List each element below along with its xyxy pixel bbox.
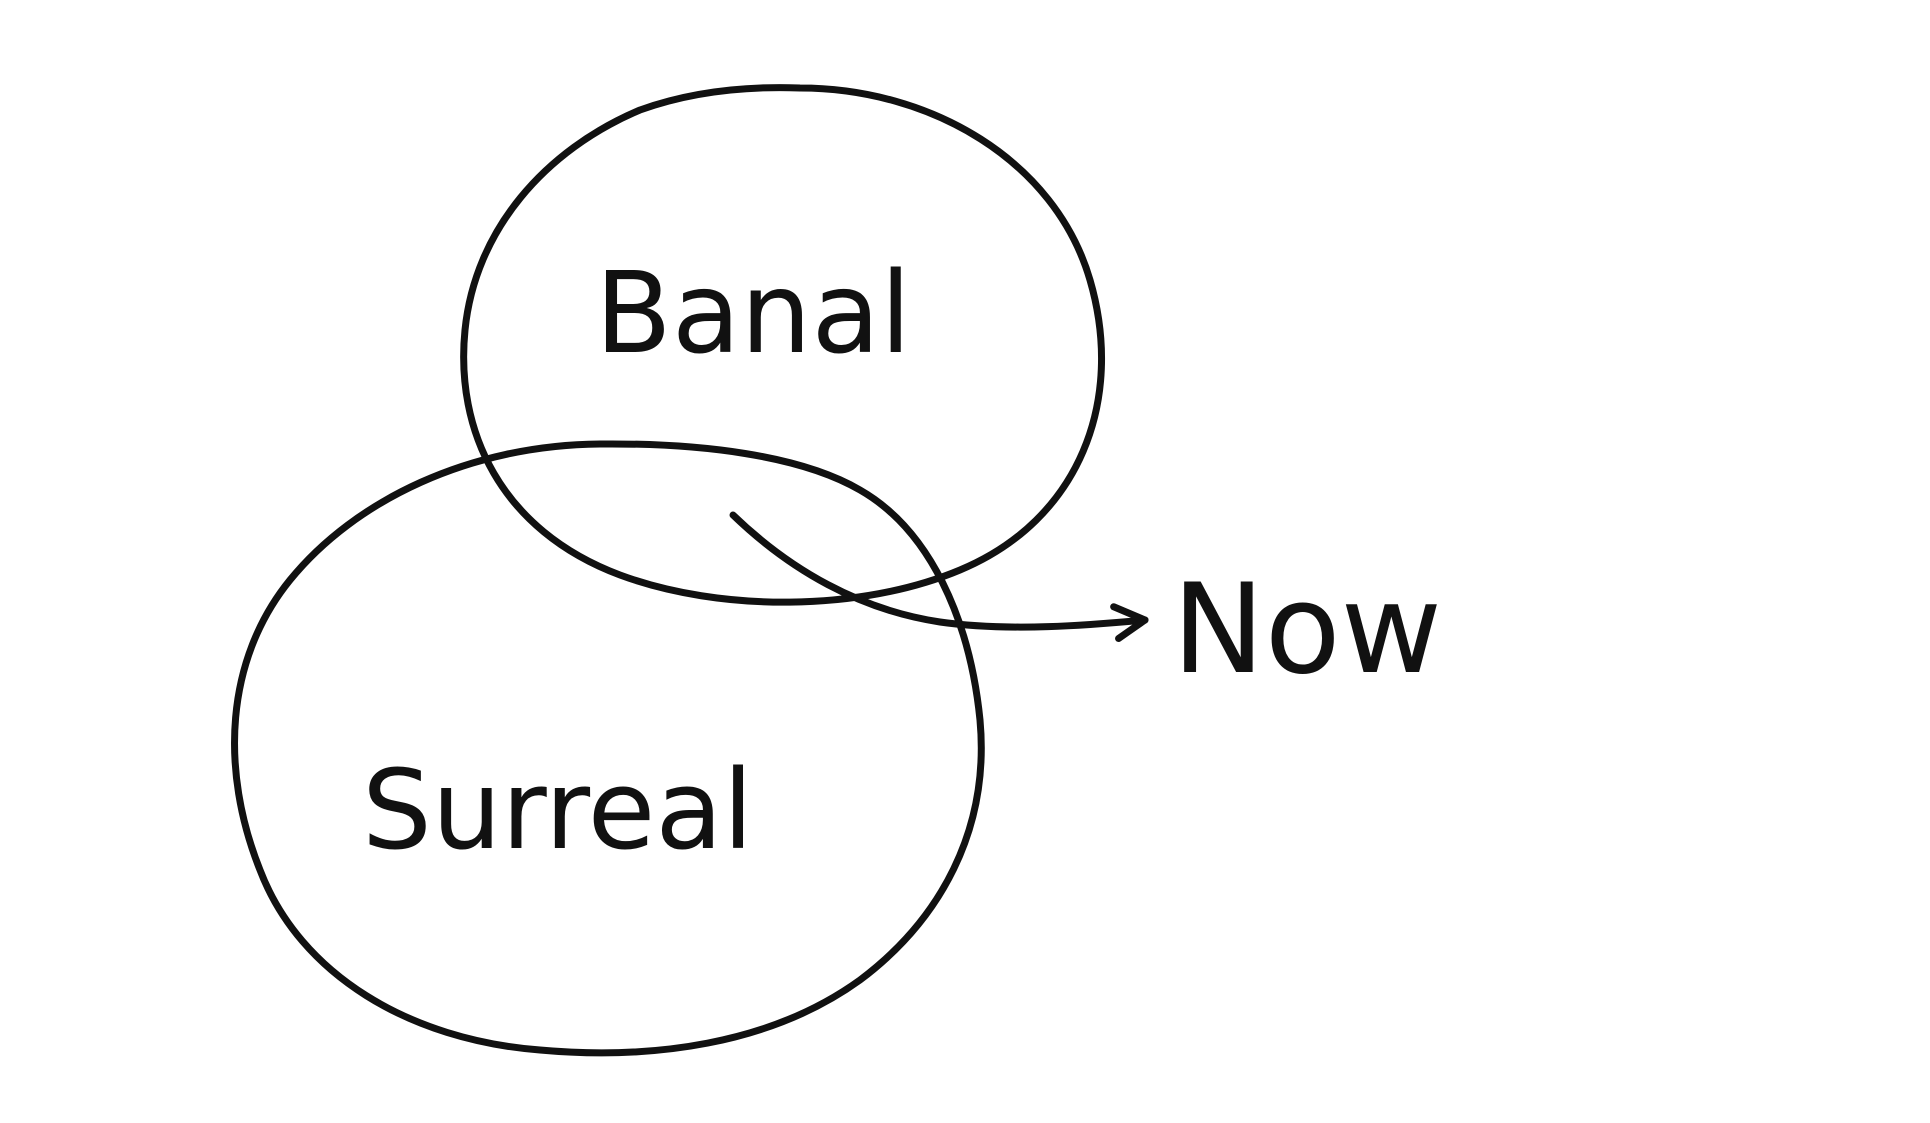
now-label: Now xyxy=(1172,558,1442,702)
arrow-right-icon xyxy=(729,511,1149,642)
surreal-label: Surreal xyxy=(362,746,753,874)
banal-circle xyxy=(460,84,1105,606)
surreal-circle xyxy=(231,440,985,1057)
banal-label: Banal xyxy=(595,249,911,379)
